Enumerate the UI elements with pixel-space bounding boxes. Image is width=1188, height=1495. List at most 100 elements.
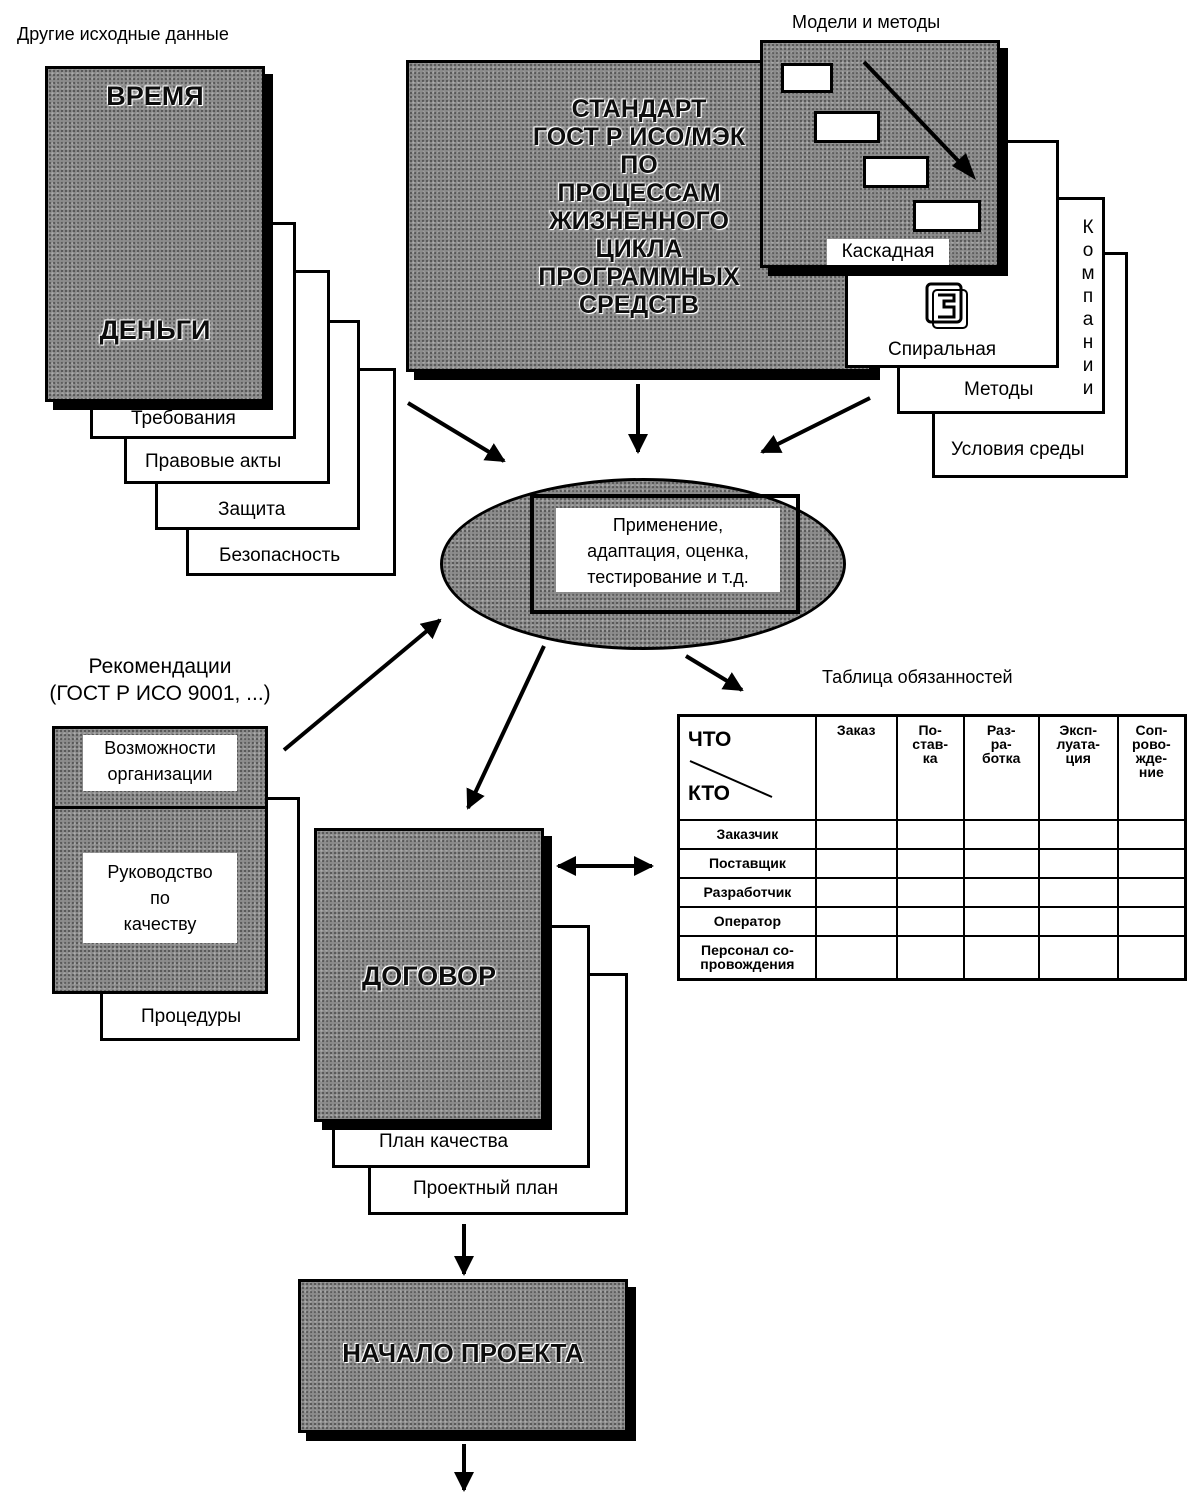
waterfall-step-4 bbox=[913, 200, 981, 232]
table-cell bbox=[962, 847, 1040, 879]
corner-what-label: ЧТО bbox=[688, 728, 732, 751]
table-cell bbox=[814, 905, 898, 937]
table-column-header: Эксп- луата- ция bbox=[1037, 714, 1119, 821]
table-cell bbox=[1116, 818, 1187, 850]
table-cell bbox=[895, 934, 965, 981]
table-cell bbox=[1116, 876, 1187, 908]
table-row: Поставщик bbox=[677, 847, 1187, 879]
quality-manual-text: Руководство по качеству bbox=[83, 853, 237, 943]
quality-manual-line: качеству bbox=[123, 914, 197, 934]
companies-letter: а bbox=[1082, 309, 1094, 330]
sheet-methods-label: Методы bbox=[964, 379, 1034, 400]
table-cell bbox=[1037, 905, 1119, 937]
application-line: тестирование и т.д. bbox=[587, 567, 749, 587]
capabilities-line: организации bbox=[107, 764, 213, 784]
models-methods-heading: Модели и методы bbox=[792, 12, 941, 32]
project-start-title: НАЧАЛО ПРОЕКТА bbox=[342, 1338, 584, 1368]
standard-line: ГОСТ Р ИСО/МЭК bbox=[532, 123, 746, 151]
arrow-icon bbox=[684, 654, 744, 692]
table-cell bbox=[814, 876, 898, 908]
arrow-icon bbox=[406, 401, 506, 463]
table-column-header: По- став- ка bbox=[895, 714, 965, 821]
sheet-protection-label: Защита bbox=[218, 499, 286, 520]
table-header-row: ЧТО КТО Заказ По- став- ка Раз- ра- ботк… bbox=[677, 714, 1187, 821]
sheet-spiral-label: Спиральная bbox=[888, 339, 997, 360]
companies-letter: и bbox=[1082, 355, 1094, 376]
table-column-header: Соп- рово- жде- ние bbox=[1116, 714, 1187, 821]
table-row-header: Разработчик bbox=[677, 876, 817, 908]
sheet-legal-acts-label: Правовые акты bbox=[145, 451, 282, 472]
table-cell bbox=[814, 934, 898, 981]
standard-line: ПРОЦЕССАМ bbox=[557, 179, 721, 207]
table-corner: ЧТО КТО bbox=[680, 717, 815, 817]
table-row: Персонал со- провождения bbox=[677, 934, 1187, 981]
waterfall-step-1 bbox=[781, 63, 833, 93]
companies-letter: о bbox=[1082, 240, 1094, 261]
table-cell bbox=[1037, 876, 1119, 908]
capabilities-text: Возможности организации bbox=[83, 735, 237, 791]
companies-letter: н bbox=[1082, 332, 1094, 353]
table-cell bbox=[895, 905, 965, 937]
table-cell bbox=[895, 876, 965, 908]
companies-letter: м bbox=[1081, 263, 1095, 284]
table-cell bbox=[895, 818, 965, 850]
companies-vertical-label: К о м п а н и и bbox=[1078, 216, 1098, 400]
contract-card: ДОГОВОР bbox=[314, 828, 544, 1122]
arrow-icon bbox=[760, 396, 871, 454]
arrow-icon bbox=[282, 618, 442, 752]
table-cell bbox=[814, 847, 898, 879]
project-start-card: НАЧАЛО ПРОЕКТА bbox=[298, 1279, 628, 1433]
waterfall-step-2 bbox=[814, 111, 880, 143]
table-row-header: Оператор bbox=[677, 905, 817, 937]
table-cell bbox=[962, 905, 1040, 937]
table-cell bbox=[962, 934, 1040, 981]
table-cell bbox=[895, 847, 965, 879]
sheet-security-label: Безопасность bbox=[219, 545, 341, 566]
application-line: адаптация, оценка, bbox=[587, 541, 749, 561]
time-money-card: ВРЕМЯ ДЕНЬГИ bbox=[45, 66, 265, 402]
sheet-environment-label: Условия среды bbox=[951, 439, 1085, 460]
table-corner-cell: ЧТО КТО bbox=[677, 714, 817, 821]
application-line: Применение, bbox=[612, 515, 724, 535]
table-row: Разработчик bbox=[677, 876, 1187, 908]
sheet-procedures-label: Процедуры bbox=[141, 1006, 242, 1027]
waterfall-card: Каскадная bbox=[760, 40, 1000, 268]
standard-text: СТАНДАРТ ГОСТ Р ИСО/МЭК ПО ПРОЦЕССАМ ЖИЗ… bbox=[409, 95, 869, 319]
table-cell bbox=[1037, 847, 1119, 879]
responsibility-table: ЧТО КТО Заказ По- став- ка Раз- ра- ботк… bbox=[677, 714, 1187, 981]
waterfall-arrow-icon bbox=[862, 60, 976, 180]
arrow-icon bbox=[466, 645, 546, 810]
table-cell bbox=[814, 818, 898, 850]
table-column-header: Раз- ра- ботка bbox=[962, 714, 1040, 821]
table-cell bbox=[1116, 847, 1187, 879]
corner-diagonal bbox=[689, 760, 773, 798]
standard-line: СТАНДАРТ bbox=[571, 95, 707, 123]
quality-manual-line: Руководство bbox=[107, 862, 213, 882]
recommendations-heading: Рекомендации (ГОСТ Р ИСО 9001, ...) bbox=[0, 653, 320, 707]
spiral-icon bbox=[925, 282, 968, 329]
companies-letter: и bbox=[1082, 378, 1094, 399]
table-row: Оператор bbox=[677, 905, 1187, 937]
table-cell bbox=[1116, 934, 1187, 981]
table-cell bbox=[1116, 905, 1187, 937]
quality-manual-line: по bbox=[150, 888, 170, 908]
waterfall-label: Каскадная bbox=[827, 239, 949, 265]
waterfall-step-3 bbox=[863, 156, 929, 188]
sheet-requirements-label: Требования bbox=[131, 408, 236, 429]
time-label: ВРЕМЯ bbox=[106, 81, 204, 111]
quality-manual-card: Руководство по качеству bbox=[52, 806, 268, 994]
standard-line: ЦИКЛА bbox=[595, 235, 683, 263]
corner-who-label: КТО bbox=[688, 782, 730, 805]
standard-line: ЖИЗНЕННОГО bbox=[549, 207, 729, 235]
table-row: Заказчик bbox=[677, 818, 1187, 850]
table-row-header: Заказчик bbox=[677, 818, 817, 850]
recommendations-subtitle: (ГОСТ Р ИСО 9001, ...) bbox=[49, 682, 271, 705]
money-label: ДЕНЬГИ bbox=[99, 315, 211, 345]
contract-title: ДОГОВОР bbox=[361, 961, 497, 991]
recommendations-title: Рекомендации bbox=[88, 655, 232, 678]
standard-line: ПРОГРАММНЫХ bbox=[538, 263, 740, 291]
application-frame bbox=[530, 494, 800, 614]
table-row-header: Персонал со- провождения bbox=[677, 934, 817, 981]
application-text: Применение, адаптация, оценка, тестирова… bbox=[556, 508, 780, 592]
